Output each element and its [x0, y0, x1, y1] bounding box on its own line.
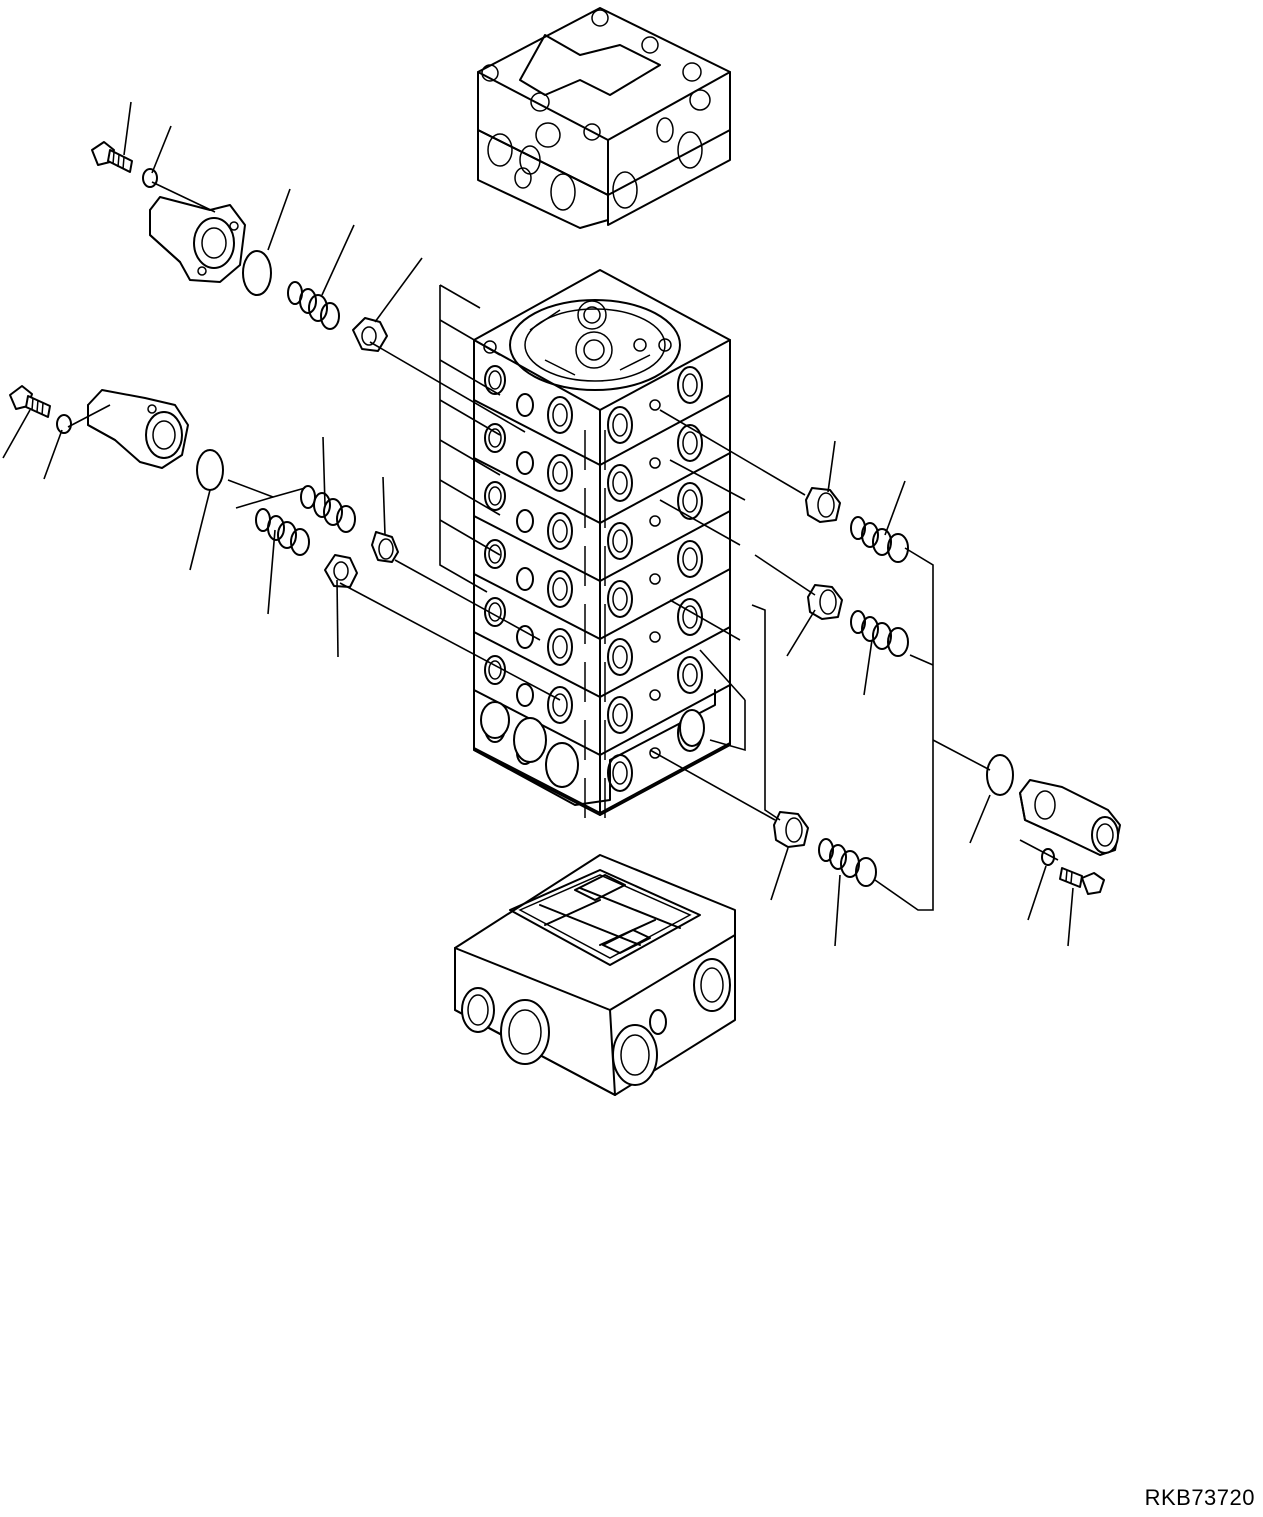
spring-seat-middle-left [325, 555, 357, 587]
bolt-right [1060, 868, 1104, 894]
washer-middle-left [57, 415, 71, 433]
plug-right-3 [774, 812, 808, 847]
right-plug-assemblies [774, 488, 1120, 894]
spring-seat-upper-left [353, 318, 387, 351]
washer-upper-left [143, 169, 157, 187]
upper-left-relief-assembly [92, 142, 387, 351]
o-ring-right [987, 755, 1013, 795]
cover-housing-right [1020, 780, 1120, 855]
o-ring-upper-left [243, 251, 271, 295]
bottom-end-cover [455, 855, 735, 1095]
drawing-reference-code: RKB73720 [1144, 1485, 1255, 1510]
spring-b-middle-left [256, 509, 309, 555]
spring-right-1 [851, 517, 908, 562]
spring-right-3 [819, 839, 876, 886]
top-end-cover [478, 8, 730, 228]
leader-lines [3, 102, 1073, 946]
bolt-upper-left [92, 142, 132, 172]
cover-housing-upper-left [150, 197, 245, 282]
middle-left-relief-assembly [10, 386, 398, 587]
valve-stack [474, 270, 730, 818]
spring-right-2 [851, 611, 908, 656]
plug-right-2 [808, 585, 842, 619]
spring-upper-left [288, 282, 339, 329]
bolt-middle-left [10, 386, 50, 417]
cover-housing-middle-left [88, 390, 188, 468]
plug-right-1 [806, 488, 840, 522]
seat-middle-left [372, 532, 398, 562]
spring-a-middle-left [301, 486, 355, 532]
o-ring-middle-left [197, 450, 223, 490]
